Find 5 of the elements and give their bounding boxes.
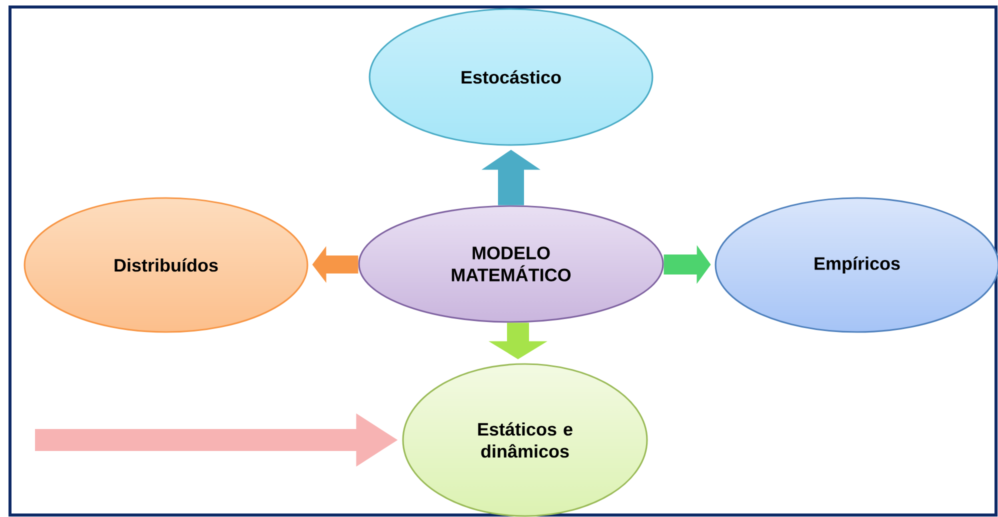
ellipse-node: Empíricos — [714, 197, 998, 333]
ellipse-node: Estáticos e dinâmicos — [402, 363, 648, 517]
ellipse-node: Distribuídos — [24, 197, 308, 333]
ellipse-node: MODELO MATEMÁTICO — [358, 205, 664, 323]
ellipse-node: Estocástico — [368, 8, 654, 146]
